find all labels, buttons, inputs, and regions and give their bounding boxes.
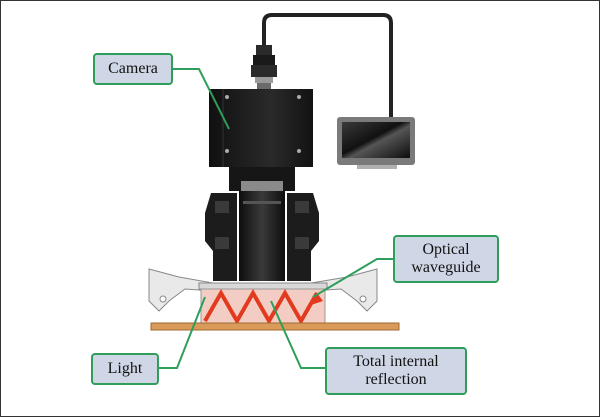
total-internal-reflection-line2: reflection <box>365 371 427 388</box>
camera-cable <box>262 13 393 119</box>
base-plate <box>150 322 400 331</box>
total-internal-reflection-line1: Total internal <box>353 353 439 370</box>
optical-waveguide-line1: Optical <box>422 241 470 258</box>
monitor <box>337 117 415 169</box>
light-label: Light <box>91 353 159 385</box>
camera-connector <box>251 45 277 89</box>
waveguide-holder <box>148 268 378 312</box>
optical-waveguide-label: Optical waveguide <box>393 235 499 283</box>
camera-label-text: Camera <box>108 60 158 77</box>
camera-body <box>209 89 313 191</box>
camera-label: Camera <box>93 53 173 85</box>
optical-waveguide-line2: waveguide <box>411 259 481 276</box>
light-rays <box>203 288 319 326</box>
leader-lines <box>159 68 394 369</box>
lens-assembly <box>205 191 319 281</box>
light-label-text: Light <box>107 360 143 377</box>
total-internal-reflection-label: Total internal reflection <box>325 347 467 395</box>
